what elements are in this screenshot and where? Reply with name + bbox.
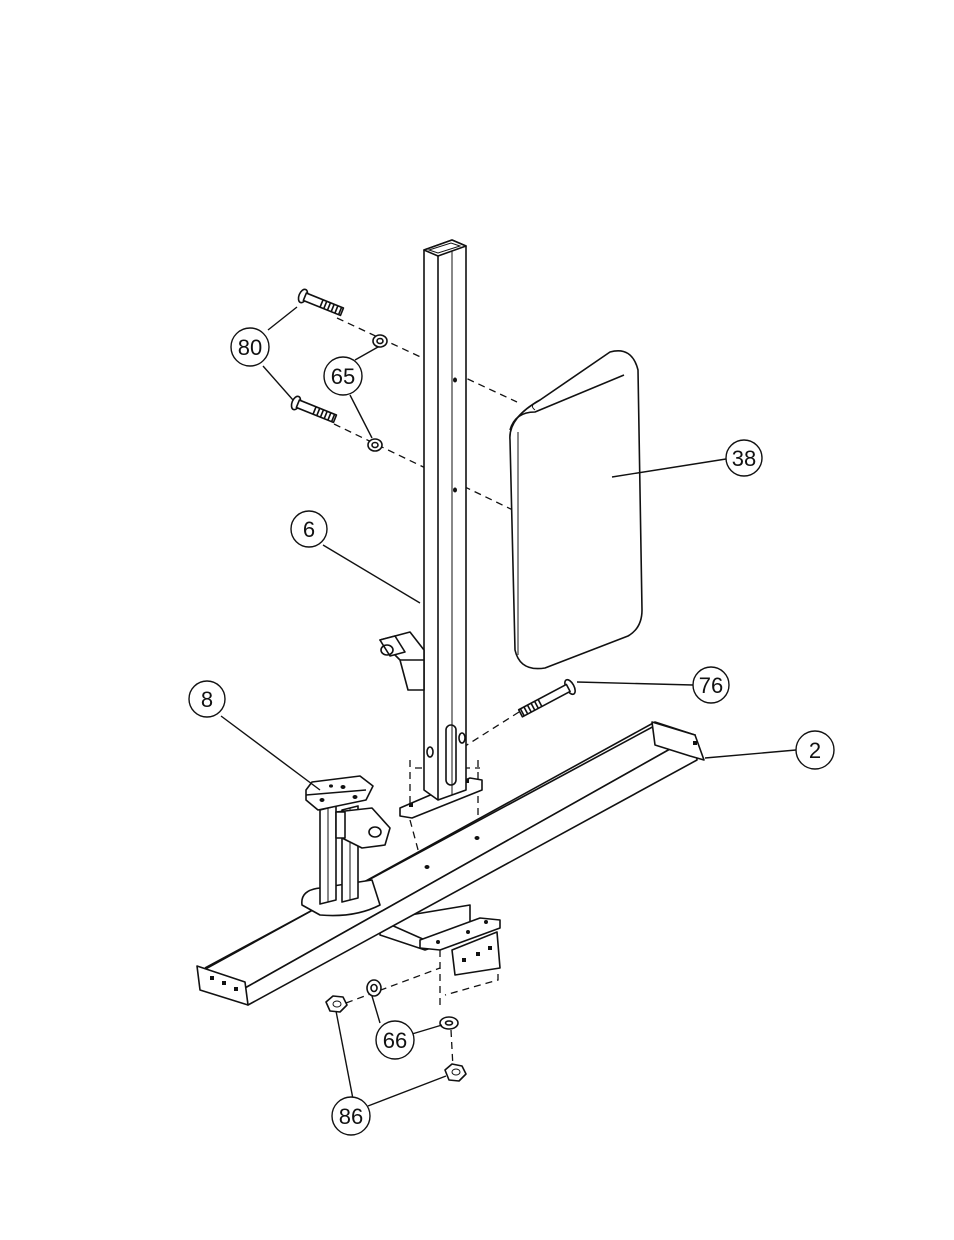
bolt-part-76 xyxy=(517,678,577,720)
callout-65-label: 65 xyxy=(331,364,355,389)
callout-8: 8 xyxy=(189,681,225,717)
callout-2-label: 2 xyxy=(809,738,821,763)
leader-lines xyxy=(221,307,796,1106)
back-pad-part-38 xyxy=(510,351,642,669)
washer-part-65 xyxy=(368,335,387,451)
callout-86: 86 xyxy=(332,1097,370,1135)
callout-6-label: 6 xyxy=(303,517,315,542)
callout-80: 80 xyxy=(231,328,269,366)
callout-6: 6 xyxy=(291,511,327,547)
bolt-part-80 xyxy=(290,288,345,425)
callout-66: 66 xyxy=(376,1021,414,1059)
washer-part-66 xyxy=(367,980,458,1029)
callout-80-label: 80 xyxy=(238,335,262,360)
pad-holder-part-8 xyxy=(302,776,390,916)
callout-8-label: 8 xyxy=(201,687,213,712)
callout-76-label: 76 xyxy=(699,673,723,698)
callout-38: 38 xyxy=(726,440,762,476)
upright-post-part-6 xyxy=(380,240,482,818)
callout-2: 2 xyxy=(796,731,834,769)
callout-76: 76 xyxy=(693,667,729,703)
callout-65: 65 xyxy=(324,357,362,395)
callout-66-label: 66 xyxy=(383,1028,407,1053)
callout-38-label: 38 xyxy=(732,446,756,471)
callout-86-label: 86 xyxy=(339,1104,363,1129)
